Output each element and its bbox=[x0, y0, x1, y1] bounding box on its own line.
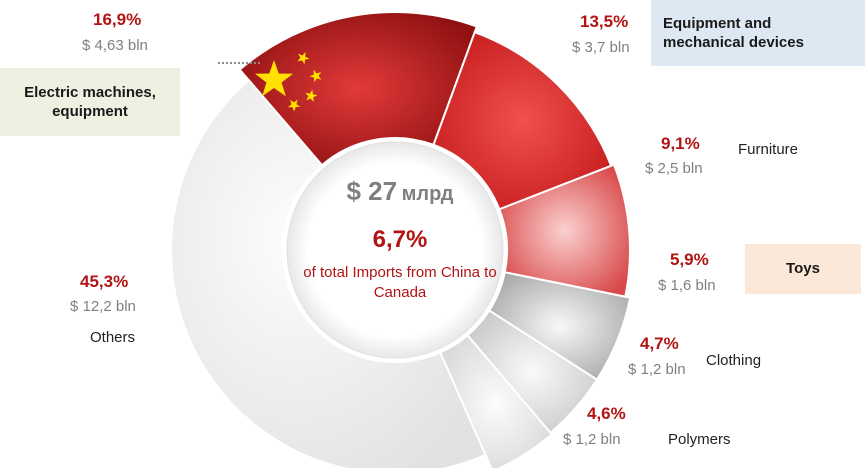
electric-category-text: Electric machines, equipment bbox=[24, 83, 156, 121]
total-amount: $ 27 bbox=[346, 176, 398, 206]
polymers-category: Polymers bbox=[668, 431, 731, 448]
share-percent: 6,7% bbox=[372, 226, 428, 253]
donut-hole bbox=[286, 141, 504, 359]
clothing-category: Clothing bbox=[706, 352, 762, 369]
equipment-category: Equipment and mechanical devices bbox=[651, 0, 865, 66]
toys-category-text: Toys bbox=[786, 260, 820, 278]
total-value: $ 27 млрд bbox=[300, 176, 500, 207]
equipment-pct: 13,5% bbox=[580, 12, 629, 31]
others-value: $ 12,2 bln bbox=[70, 298, 136, 315]
slice-polymers bbox=[438, 333, 554, 468]
toys-pct: 5,9% bbox=[670, 250, 709, 269]
slice-others bbox=[170, 78, 487, 468]
polymers-value: $ 1,2 bln bbox=[563, 431, 621, 448]
toys-category: Toys bbox=[745, 244, 861, 294]
clothing-pct: 4,7% bbox=[640, 334, 679, 353]
furniture-value: $ 2,5 bln bbox=[645, 160, 703, 177]
slice-electric bbox=[238, 11, 479, 167]
total-unit: млрд bbox=[401, 183, 454, 205]
share-note: of total Imports from China to Canada bbox=[303, 264, 497, 301]
equipment-category-text: Equipment and mechanical devices bbox=[663, 14, 804, 52]
leader-dots bbox=[218, 62, 260, 64]
polymers-pct: 4,6% bbox=[587, 404, 626, 423]
electric-pct: 16,9% bbox=[93, 10, 142, 29]
electric-value: $ 4,63 bln bbox=[82, 37, 148, 54]
clothing-value: $ 1,2 bln bbox=[628, 361, 686, 378]
equipment-value: $ 3,7 bln bbox=[572, 39, 630, 56]
furniture-pct: 9,1% bbox=[661, 134, 700, 153]
electric-category: Electric machines, equipment bbox=[0, 68, 180, 136]
furniture-category: Furniture bbox=[738, 141, 799, 158]
others-pct: 45,3% bbox=[80, 272, 129, 291]
others-category: Others bbox=[90, 329, 136, 346]
slice-equipment bbox=[432, 30, 613, 211]
china-flag-stars-icon bbox=[255, 52, 322, 112]
toys-value: $ 1,6 bln bbox=[658, 277, 716, 294]
